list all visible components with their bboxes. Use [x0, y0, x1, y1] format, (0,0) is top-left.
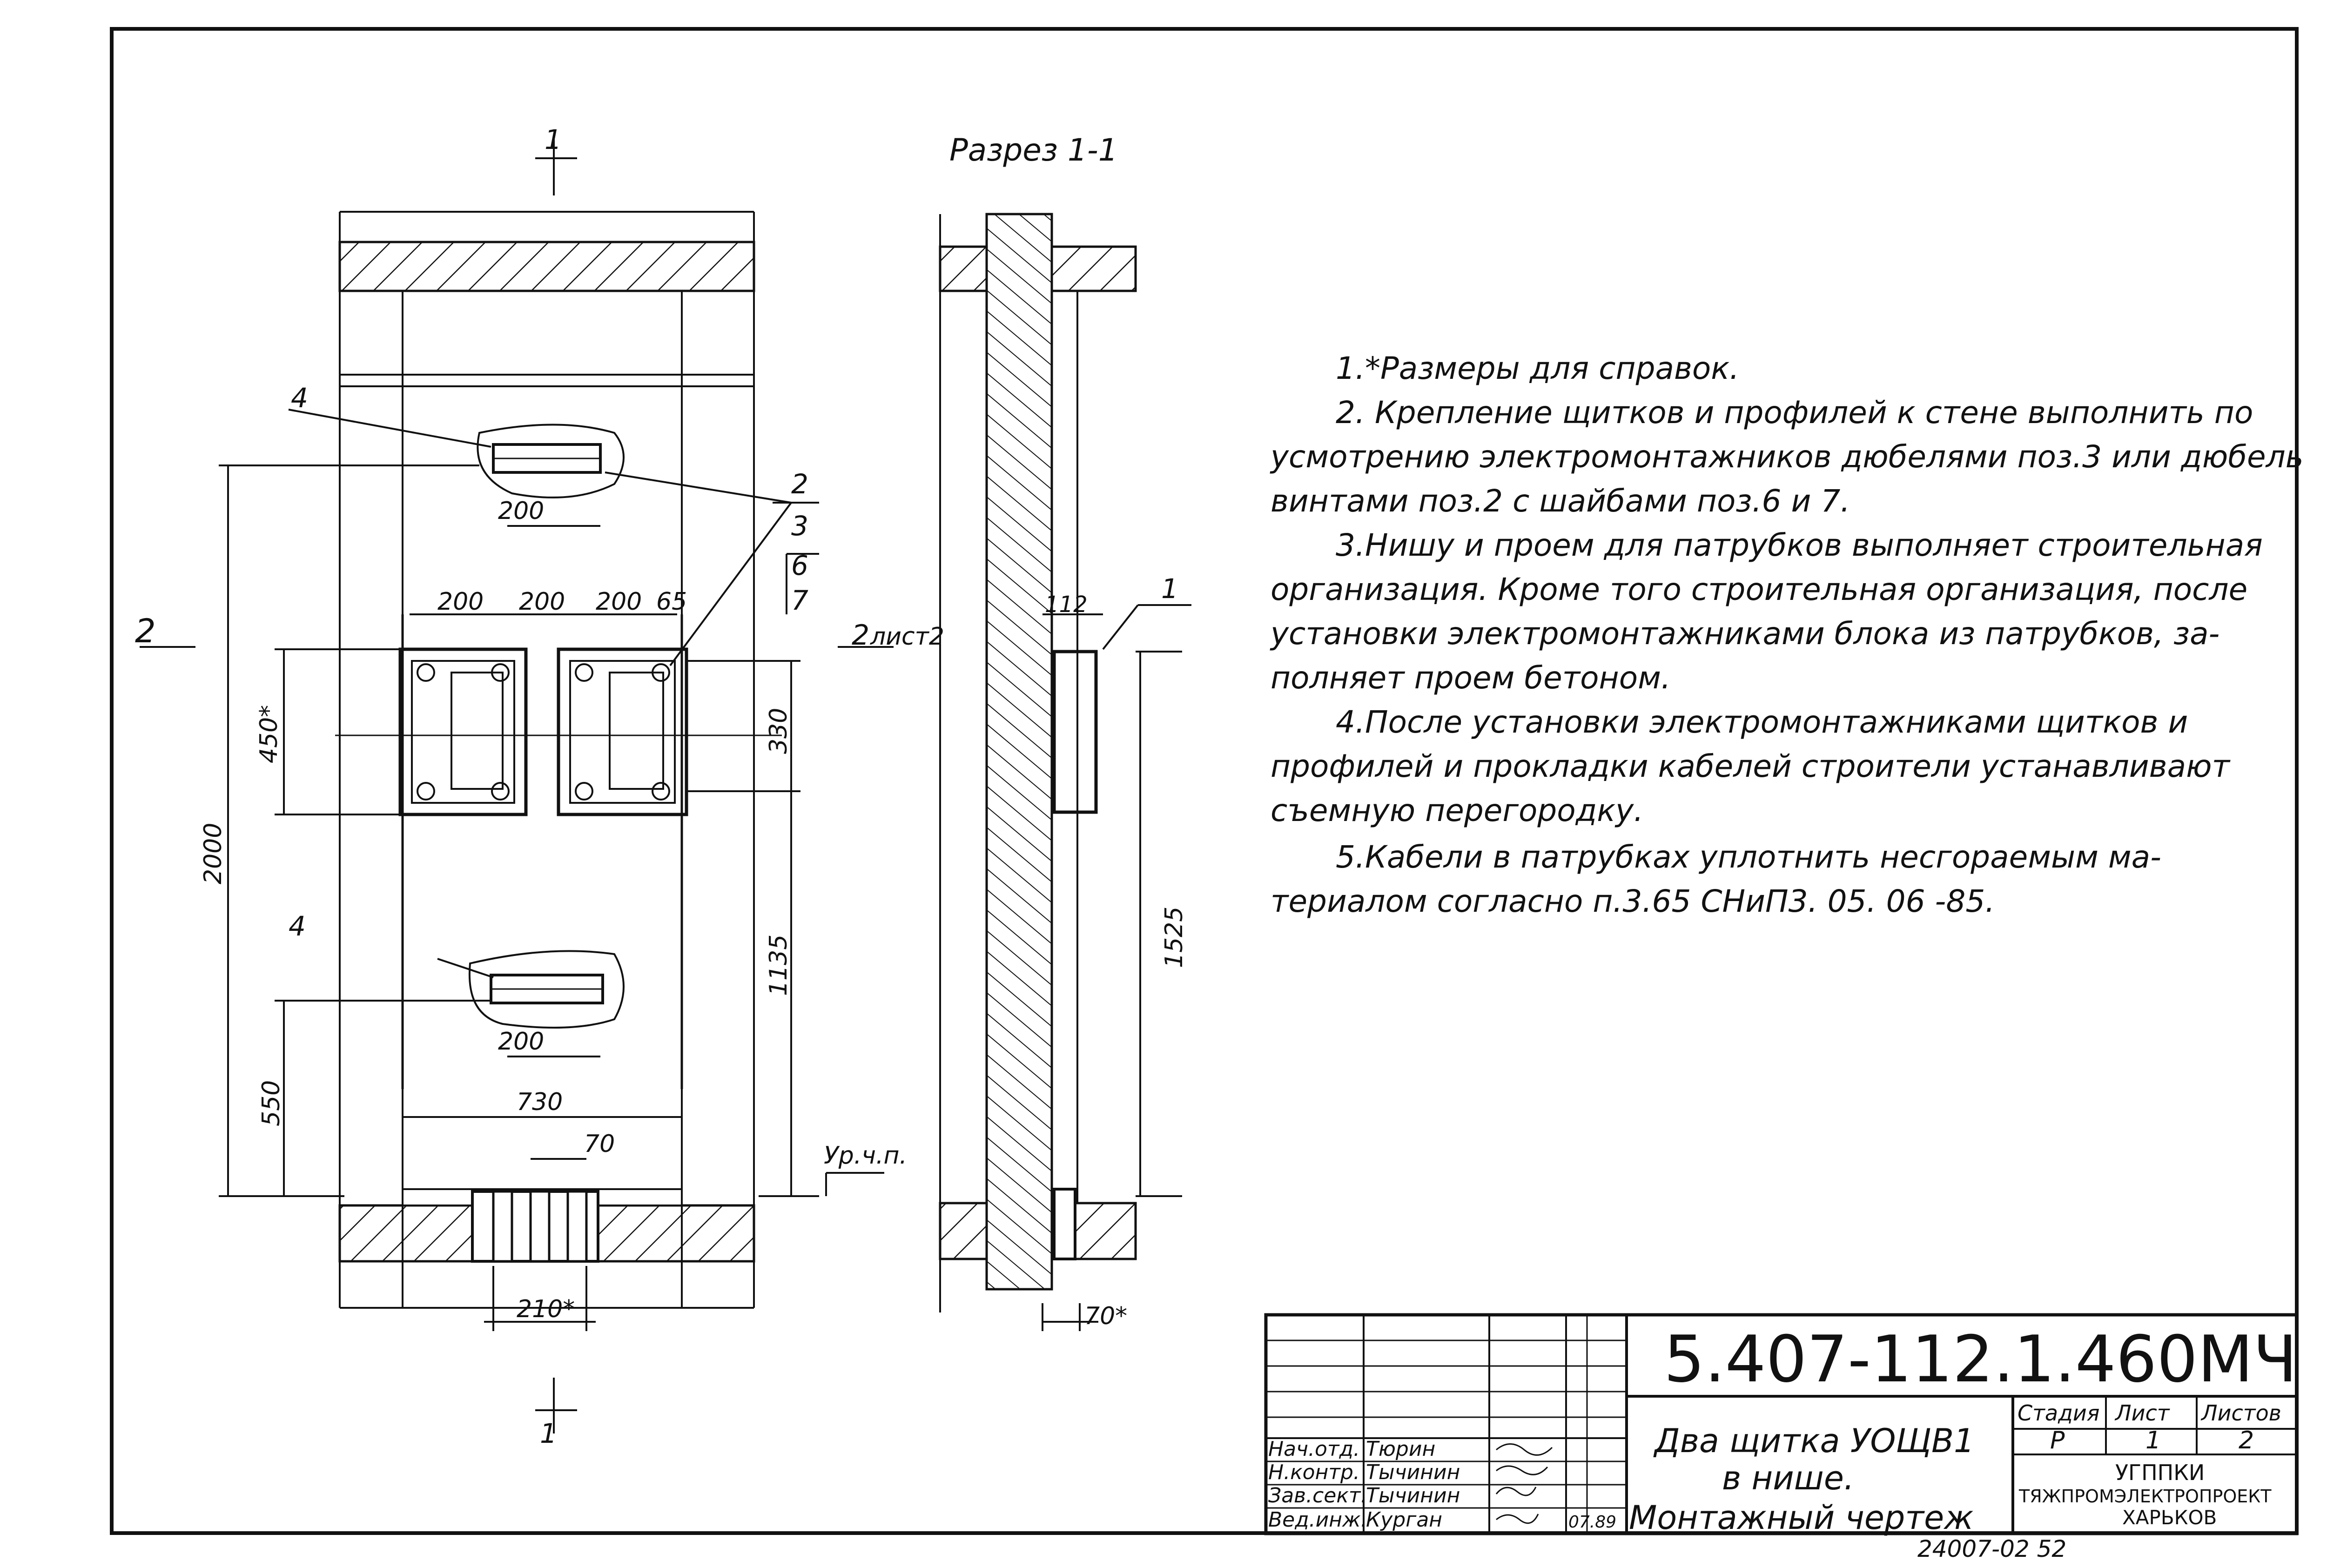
- drawing-code: 5.407-112.1.460МЧ: [1664, 1322, 2297, 1397]
- section-box: [1052, 650, 1098, 814]
- dim-top-profile: 200: [498, 497, 544, 525]
- note-3c: установки электромонтажниками блока из п…: [1271, 616, 2220, 652]
- org-line-3: ХАРЬКОВ: [2122, 1506, 2217, 1529]
- note-4b: профилей и прокладки кабелей строители у…: [1271, 748, 2230, 784]
- note-2a: 2. Крепление щитков и профилей к стене в…: [1336, 395, 2253, 431]
- title-line-1: Два щитка УОЩВ1: [1653, 1422, 1975, 1460]
- lower-profile-recess: [468, 950, 625, 1029]
- sheets-value: 2: [2239, 1427, 2254, 1454]
- staff-role-1: Нач.отд.: [1268, 1437, 1360, 1461]
- stage-value: Р: [2050, 1427, 2065, 1454]
- right-box: [557, 647, 688, 816]
- dim-box-row-4: 65: [656, 588, 687, 616]
- staff-name-4: Курган: [1366, 1508, 1442, 1532]
- staff-role-2: Н.контр.: [1268, 1460, 1360, 1484]
- dim-overall-height: 2000: [199, 823, 227, 884]
- note-2b: усмотрению электромонтажников дюбелями п…: [1271, 439, 2304, 475]
- staff-name-1: Тюрин: [1366, 1437, 1435, 1461]
- staff-name-2: Тычинин: [1366, 1460, 1460, 1484]
- pos-mark-list-2: 3: [791, 510, 808, 542]
- left-box: [398, 647, 528, 816]
- dim-bottom-offset: 550: [257, 1080, 285, 1126]
- dim-box-height: 330: [765, 708, 793, 754]
- upper-profile-recess: [477, 424, 625, 498]
- section-view: Разрез 1-1 112 1525 70* 1: [939, 132, 1191, 1331]
- section-dim-bottom: 70*: [1084, 1302, 1127, 1330]
- note-3d: полняет проем бетоном.: [1271, 660, 1671, 696]
- date-stamp: 07.89: [1568, 1513, 1616, 1532]
- note-4c: съемную перегородку.: [1271, 793, 1644, 828]
- sheet-label: Лист: [2114, 1400, 2170, 1426]
- cut-mark-left: 2: [135, 612, 156, 650]
- dim-pipe-block-width: 210*: [517, 1295, 575, 1323]
- cut-mark-top: 1: [545, 124, 562, 155]
- staff-name-3: Тычинин: [1366, 1484, 1460, 1507]
- pos-mark-list-4: 7: [791, 585, 808, 616]
- dim-box-row-2: 200: [519, 588, 565, 616]
- dim-left-box-height: 450*: [255, 705, 283, 763]
- note-4a: 4.После установки электромонтажниками щи…: [1336, 704, 2188, 740]
- dim-lower-profile: 200: [498, 1028, 544, 1056]
- note-3b: организация. Кроме того строительная орг…: [1271, 572, 2248, 607]
- dim-box-row-3: 200: [596, 588, 642, 616]
- pos-mark-list-3: 6: [791, 550, 808, 581]
- section-pos-mark: 1: [1161, 573, 1178, 605]
- archive-number: 24007-02 52: [1917, 1535, 2066, 1562]
- pos-mark-top-left: 4: [291, 382, 308, 414]
- dim-pipe-spacing: 70: [584, 1130, 615, 1158]
- dim-box-row-1: 200: [437, 588, 484, 616]
- signatures: [1495, 1443, 1553, 1524]
- staff-role-4: Вед.инж.: [1268, 1508, 1367, 1532]
- sheet-frame: [110, 27, 2299, 1535]
- section-dim-112: 112: [1045, 592, 1088, 618]
- sheets-label: Листов: [2200, 1400, 2281, 1426]
- dim-niche-width: 730: [517, 1088, 563, 1116]
- org-line-1: УГППКИ: [2115, 1460, 2205, 1485]
- front-view: 200 200 200 200 65 330 450* 2000 200 730…: [135, 124, 944, 1449]
- sheet-value: 1: [2145, 1427, 2161, 1454]
- floor-level-label: Ур.ч.п.: [824, 1142, 907, 1170]
- note-2c: винтами поз.2 с шайбами поз.6 и 7.: [1271, 483, 1850, 519]
- org-line-2: ТЯЖПРОМЭЛЕКТРОПРОЕКТ: [2018, 1486, 2272, 1507]
- title-line-2: в нише.: [1722, 1459, 1854, 1497]
- section-wall: [985, 213, 1053, 1291]
- pos-mark-list-1: 2: [791, 468, 808, 500]
- staff-role-3: Зав.сект.: [1268, 1484, 1367, 1507]
- note-1: 1.*Размеры для справок.: [1336, 350, 1740, 386]
- note-3a: 3.Нишу и проем для патрубков выполняет с…: [1336, 527, 2263, 563]
- title-line-3: Монтажный чертеж: [1629, 1499, 1973, 1537]
- stage-label: Стадия: [2018, 1400, 2099, 1426]
- top-slab: [338, 241, 755, 292]
- pos-mark-bottom-left: 4: [289, 910, 306, 942]
- cut-mark-right: 2: [852, 619, 869, 652]
- cut-mark-right-sheet: лист2: [870, 623, 944, 651]
- note-5a: 5.Кабели в патрубках уплотнить несгораем…: [1336, 839, 2161, 875]
- title-block: [1264, 1313, 2299, 1535]
- cut-mark-bottom: 1: [540, 1418, 557, 1449]
- section-dim-height: 1525: [1160, 907, 1188, 968]
- dim-right-height: 1135: [765, 935, 793, 996]
- note-5b: териалом согласно п.3.65 СНиП3. 05. 06 -…: [1271, 883, 1995, 919]
- section-title: Разрез 1-1: [949, 132, 1118, 168]
